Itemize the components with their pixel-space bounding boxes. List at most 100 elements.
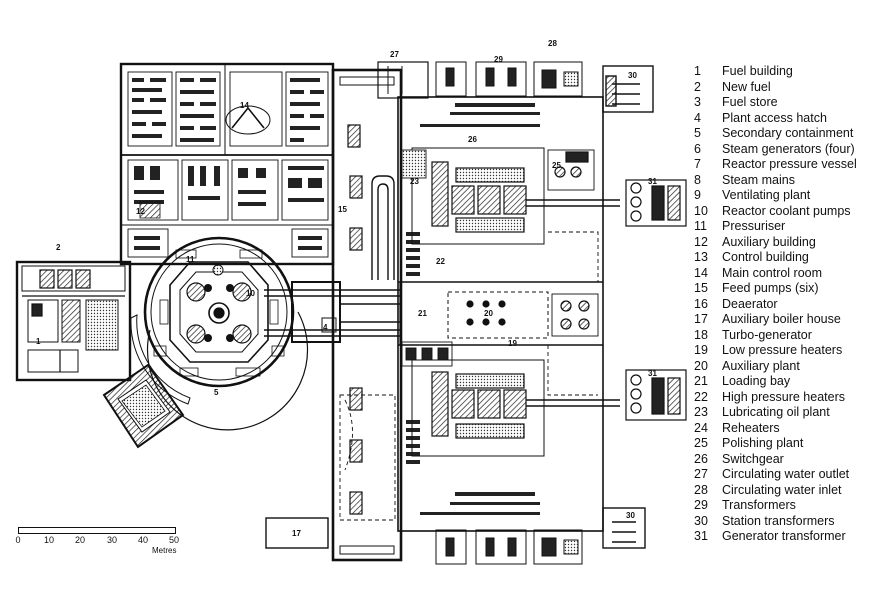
turbine-hall — [331, 68, 604, 562]
legend-label: Steam generators (four) — [722, 141, 855, 156]
plan-label-28: 28 — [548, 39, 557, 48]
low-pressure-heaters — [401, 341, 453, 367]
legend-item: 5 Secondary containment — [694, 126, 857, 142]
feed-pumps — [347, 124, 363, 515]
station-transformers-top — [602, 65, 654, 113]
legend-label: Lubricating oil plant — [722, 405, 830, 419]
legend-number: 21 — [694, 374, 708, 388]
plan-label-15: 15 — [338, 205, 347, 214]
legend-label: High pressure heaters — [722, 389, 845, 404]
legend-label: Secondary containment — [722, 126, 854, 140]
legend-item: 8 Steam mains — [694, 173, 857, 189]
legend-number: 12 — [694, 234, 708, 249]
legend-number: 6 — [694, 141, 701, 156]
plan-label-31-upper: 31 — [648, 177, 657, 186]
plan-label-19: 19 — [508, 339, 517, 348]
legend-number: 13 — [694, 250, 708, 264]
plant-access-hatch — [291, 281, 341, 343]
legend-label: Reactor pressure vessel — [722, 157, 857, 171]
scale-unit-label: Metres — [152, 546, 177, 555]
legend-number: 8 — [694, 172, 701, 187]
turbo-generator-lower — [411, 359, 620, 457]
plan-label-20: 20 — [484, 309, 493, 318]
polishing-plant — [547, 149, 595, 191]
legend-number: 17 — [694, 312, 708, 326]
auxiliary-building — [119, 62, 335, 266]
legend-label: Fuel store — [722, 95, 778, 109]
scale-tick: 50 — [168, 535, 180, 545]
legend-label: Steam mains — [722, 172, 795, 187]
legend-label: Control building — [722, 250, 809, 264]
legend-label: Circulating water inlet — [722, 482, 842, 497]
plan-label-11: 11 — [186, 255, 195, 264]
legend-number: 19 — [694, 343, 708, 357]
station-transformers-bottom — [602, 507, 646, 549]
deaerator — [371, 175, 395, 280]
legend-number: 15 — [694, 281, 708, 295]
legend-number: 14 — [694, 265, 708, 280]
scale-tick: 0 — [15, 535, 21, 545]
auxiliary-boiler-house — [265, 517, 329, 549]
plan-label-27: 27 — [390, 50, 399, 59]
legend-label: Main control room — [722, 265, 823, 280]
fuel-building — [15, 260, 132, 382]
plan-label-2: 2 — [56, 243, 61, 252]
turbo-generator-upper — [411, 147, 620, 245]
plan-label-22: 22 — [436, 257, 445, 266]
legend-label: Fuel building — [722, 64, 793, 78]
auxiliary-equipment — [132, 78, 324, 250]
legend-label: Switchgear — [722, 451, 784, 466]
legend-number: 25 — [694, 436, 708, 450]
generator-transformer-upper — [625, 179, 687, 227]
plan-label-30-bottom: 30 — [626, 511, 635, 520]
secondary-containment — [130, 311, 309, 431]
legend-label: Deaerator — [722, 296, 778, 311]
legend-number: 31 — [694, 529, 708, 543]
scale-tick: 30 — [106, 535, 118, 545]
plan-label-4: 4 — [323, 323, 328, 332]
legend-number: 29 — [694, 498, 708, 512]
plan-label-30-top: 30 — [628, 71, 637, 80]
plan-label-29: 29 — [494, 55, 503, 64]
legend-number: 5 — [694, 126, 701, 140]
circulating-water-outlet-bottom — [435, 529, 583, 565]
auxiliary-plant — [447, 291, 599, 339]
legend-label: Pressuriser — [722, 219, 786, 233]
legend-item: 13 Control building — [694, 250, 857, 266]
legend-label: Polishing plant — [722, 436, 804, 450]
legend-label: Auxiliary plant — [722, 358, 800, 373]
scale-tick: 10 — [43, 535, 55, 545]
scale-bar: 0 10 20 30 40 50 Metres — [15, 525, 186, 565]
legend-label: Feed pumps (six) — [722, 281, 819, 295]
legend-label: Reheaters — [722, 420, 780, 435]
legend-number: 30 — [694, 513, 708, 528]
steam-generators — [186, 282, 252, 344]
circulating-water-inlet-top — [533, 61, 583, 97]
legend-number: 9 — [694, 188, 701, 202]
legend-label: Circulating water outlet — [722, 467, 850, 481]
legend-label: Plant access hatch — [722, 110, 827, 125]
transformers-top — [435, 61, 527, 97]
plan-label-10: 10 — [246, 289, 255, 298]
circulating-water-outlet-top — [377, 61, 429, 99]
legend-item: 14 Main control room — [694, 266, 857, 282]
reactor-pressure-vessel — [208, 302, 230, 324]
